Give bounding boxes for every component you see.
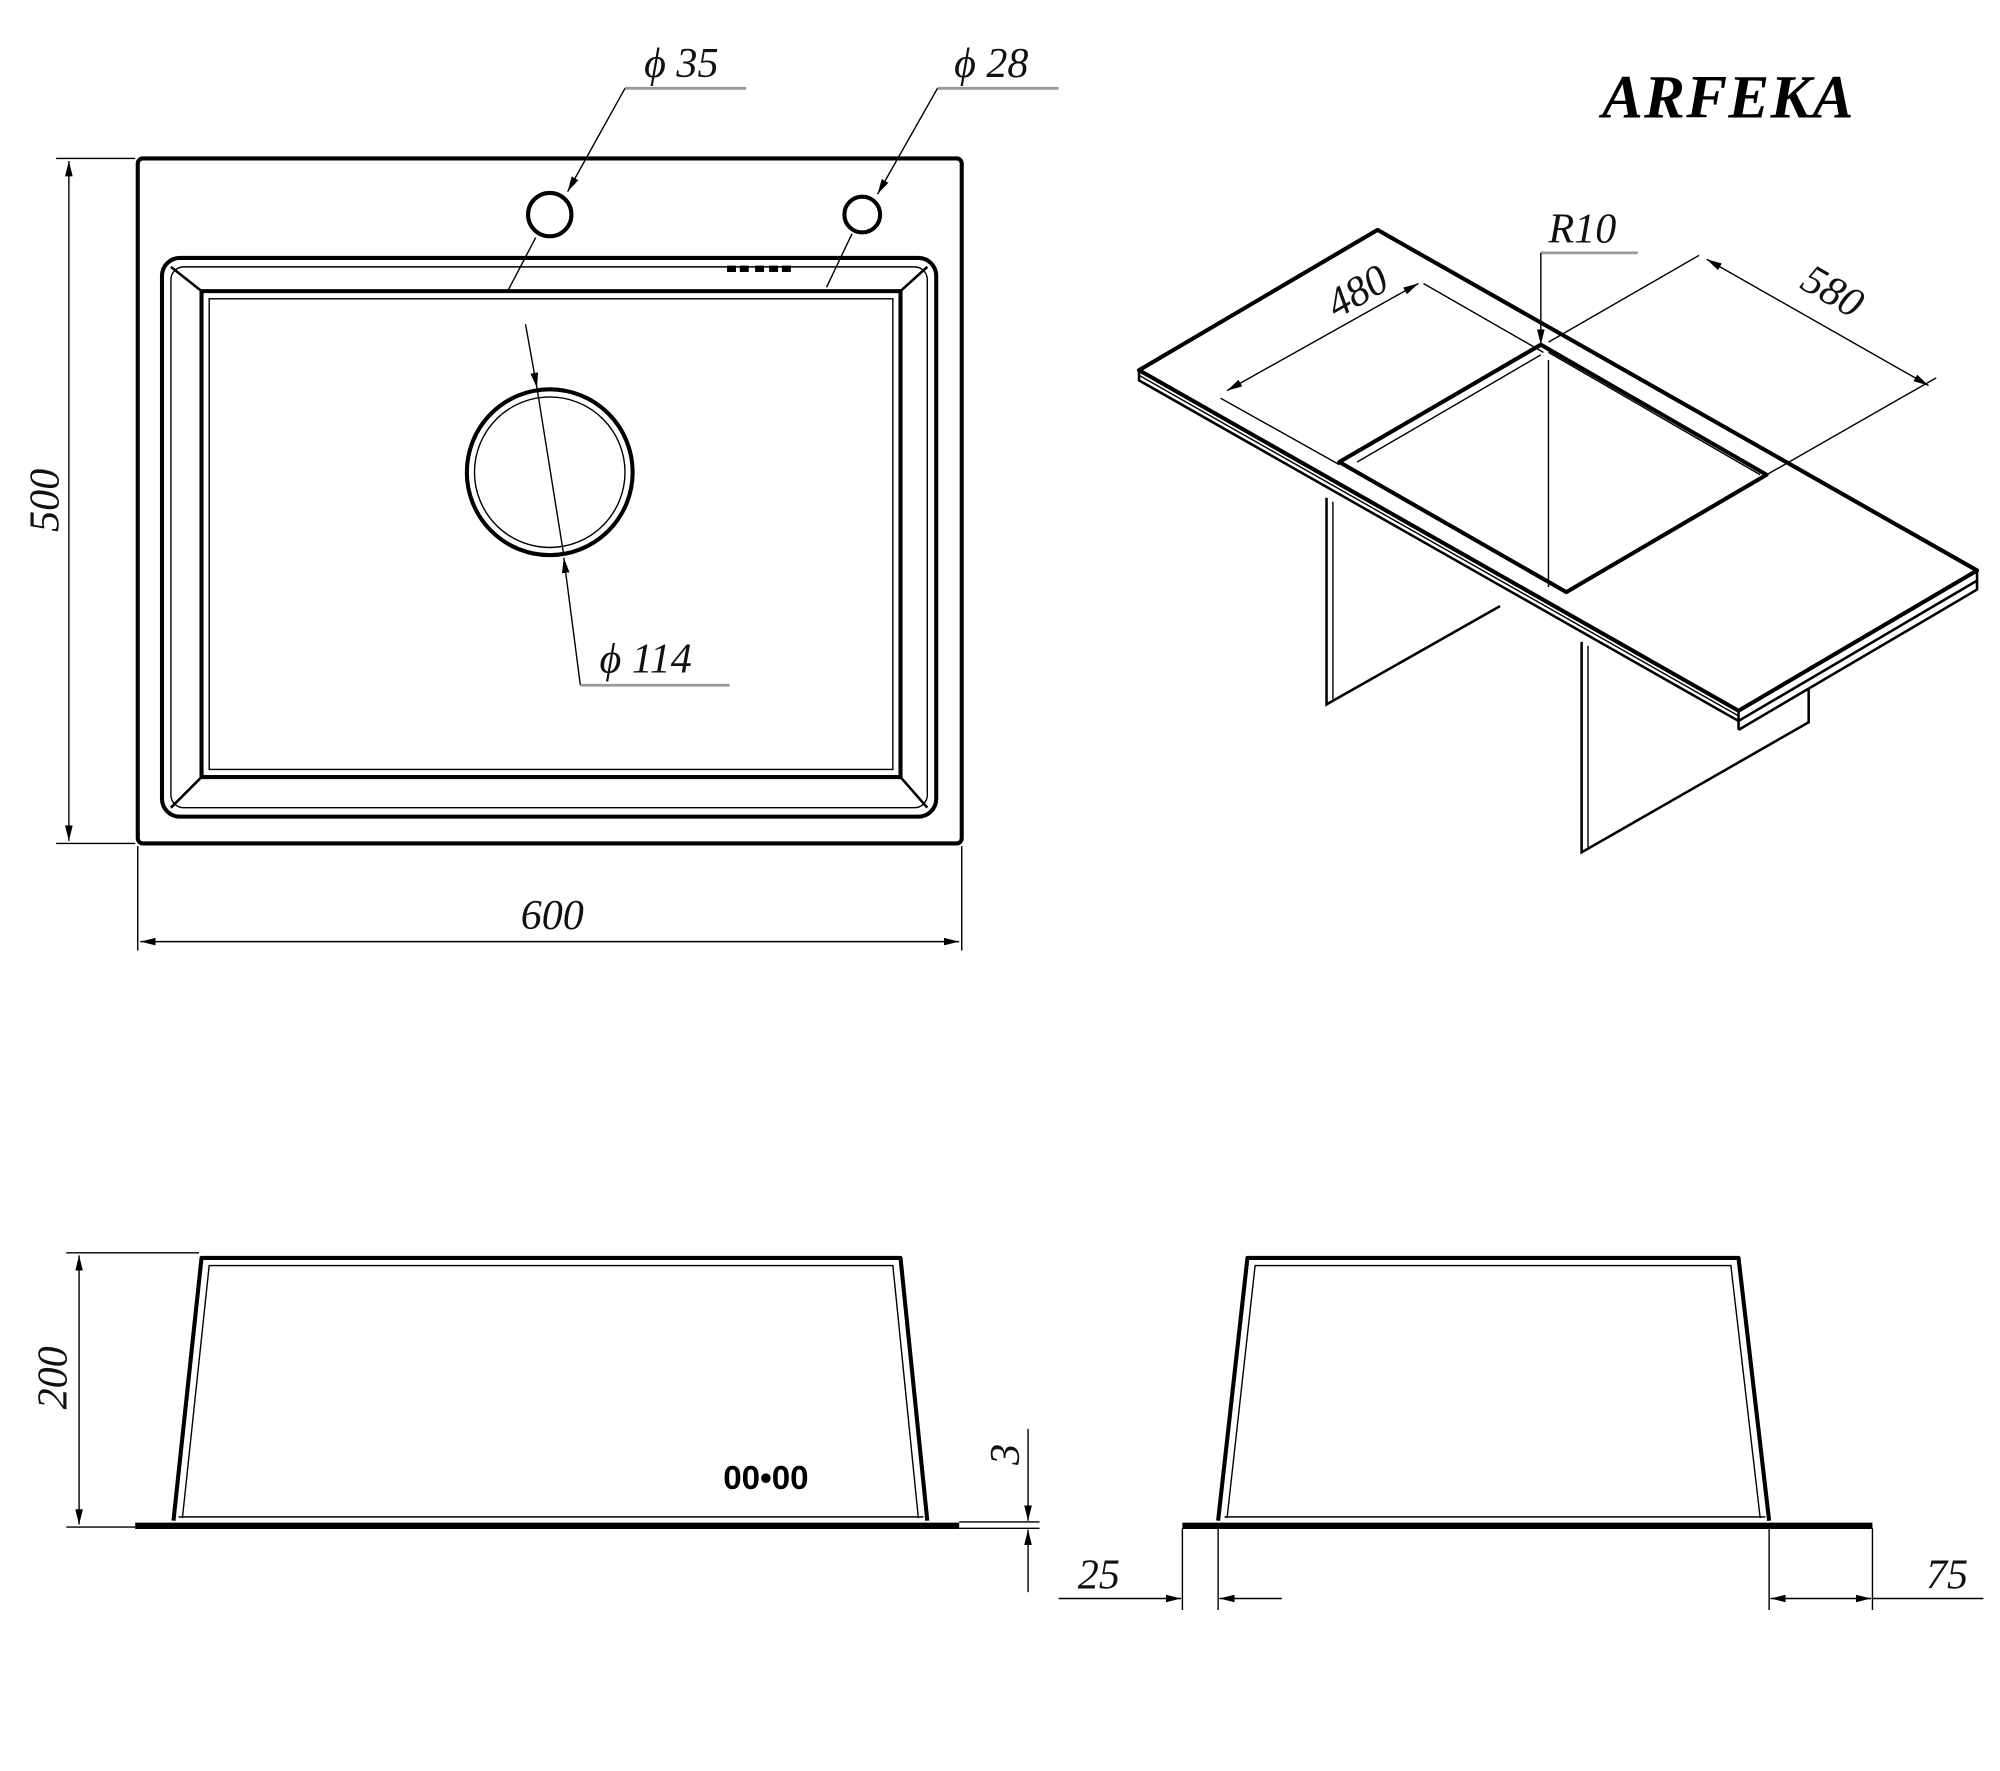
left-overhang-label: 25 (1078, 1551, 1120, 1598)
bowl-width-label: 480 (1318, 256, 1396, 328)
faucet-hole-28 (842, 194, 883, 235)
overflow-mark: 00•00 (723, 1460, 808, 1497)
bowl-inner (199, 289, 903, 780)
isometric-view: 480 580 R10 (1136, 206, 1980, 855)
overflow-slots (727, 265, 791, 272)
bowl-rim (159, 255, 939, 819)
width-dim-label: 600 (521, 892, 584, 939)
iso-bowl-opening (1337, 342, 1769, 595)
sink-outline (135, 156, 964, 846)
bowl-length-label: 580 (1793, 255, 1871, 327)
depth-dim-label: 200 (29, 1346, 76, 1409)
top-view: ϕ 35 ϕ 28 ϕ 114 500 600 (22, 40, 1059, 951)
faucet-hole-35 (526, 190, 574, 239)
drain-hole-label: ϕ 114 (599, 635, 691, 682)
drain-hole (464, 387, 635, 558)
rim-thickness-label: 3 (982, 1444, 1029, 1466)
right-overhang-label: 75 (1926, 1551, 1968, 1598)
faucet-hole-2-label: ϕ 28 (954, 40, 1028, 87)
corner-radius-label: R10 (1547, 206, 1616, 253)
front-bowl-outline (1216, 1255, 1772, 1521)
brand-title: ARFEKA (1598, 64, 1855, 132)
side-view: 00•00 200 3 (29, 1252, 1040, 1593)
faucet-hole-1-label: ϕ 35 (644, 40, 718, 87)
height-dim-label: 500 (22, 469, 69, 532)
side-bowl-outline (171, 1255, 930, 1521)
front-view: 25 75 (1058, 1255, 1984, 1610)
